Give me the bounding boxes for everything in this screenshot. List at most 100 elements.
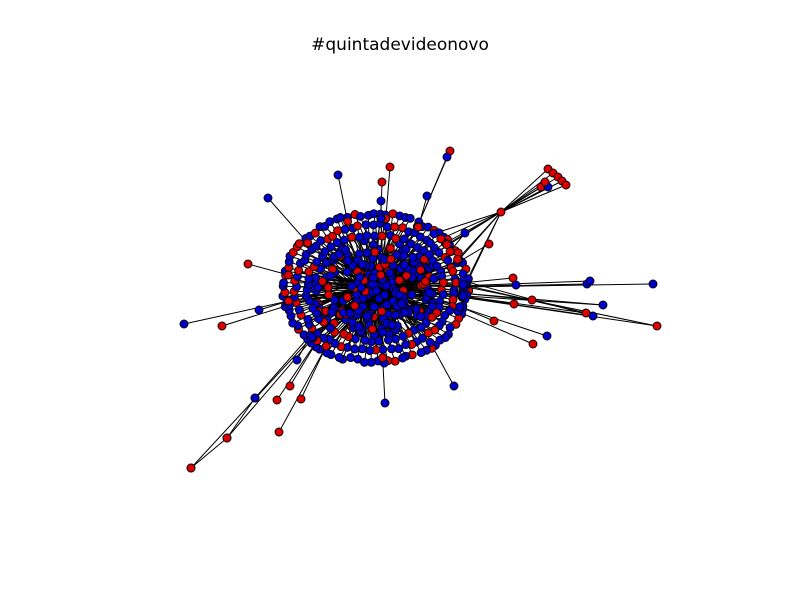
graph-node-blue bbox=[400, 260, 410, 270]
graph-edge bbox=[276, 340, 318, 401]
graph-node-red bbox=[294, 266, 304, 275]
graph-node-red bbox=[186, 463, 196, 473]
graph-node-blue bbox=[416, 312, 426, 322]
graph-node-blue bbox=[320, 247, 330, 257]
graph-node-red bbox=[528, 339, 538, 349]
graph-node-red bbox=[284, 270, 293, 280]
graph-node-blue bbox=[346, 353, 356, 363]
graph-node-blue bbox=[365, 346, 375, 356]
graph-node-blue bbox=[511, 280, 521, 290]
graph-node-red bbox=[420, 276, 430, 286]
graph-node-blue bbox=[405, 213, 415, 223]
graph-node-red bbox=[581, 308, 591, 318]
graph-node-red bbox=[303, 238, 313, 248]
graph-node-blue bbox=[397, 299, 407, 309]
graph-node-red bbox=[391, 234, 401, 243]
graph-node-blue bbox=[422, 191, 432, 201]
graph-node-red bbox=[561, 180, 571, 190]
graph-edge bbox=[462, 296, 594, 317]
graph-edge bbox=[462, 285, 658, 327]
graph-node-blue bbox=[348, 318, 357, 327]
graph-node-red bbox=[310, 228, 320, 238]
graph-node-red bbox=[343, 217, 353, 226]
graph-node-blue bbox=[369, 302, 379, 312]
node-layer bbox=[179, 146, 662, 473]
graph-edge bbox=[464, 211, 502, 285]
graph-node-blue bbox=[383, 335, 393, 345]
graph-node-red bbox=[413, 222, 423, 232]
graph-node-red bbox=[427, 312, 437, 322]
graph-node-red bbox=[484, 239, 494, 249]
graph-edge bbox=[267, 197, 309, 244]
graph-node-blue bbox=[308, 303, 318, 313]
graph-edge bbox=[433, 211, 502, 235]
graph-edge bbox=[459, 306, 548, 337]
graph-node-red bbox=[222, 433, 232, 443]
graph-node-red bbox=[339, 329, 349, 339]
graph-edge bbox=[462, 283, 654, 288]
graph-node-blue bbox=[301, 250, 311, 259]
graph-node-red bbox=[243, 259, 253, 269]
graph-edge bbox=[254, 334, 311, 399]
graph-edge bbox=[500, 184, 567, 213]
graph-node-blue bbox=[303, 314, 313, 324]
graph-node-blue bbox=[416, 348, 426, 358]
graph-node-blue bbox=[347, 281, 357, 291]
graph-node-red bbox=[453, 254, 463, 264]
graph-node-blue bbox=[357, 344, 367, 354]
graph-node-red bbox=[385, 162, 395, 172]
graph-node-red bbox=[370, 247, 380, 257]
graph-edge bbox=[226, 397, 256, 439]
graph-node-red bbox=[402, 271, 411, 281]
graph-node-blue bbox=[425, 288, 435, 298]
graph-node-blue bbox=[254, 305, 264, 315]
graph-edge bbox=[462, 295, 515, 305]
graph-edge bbox=[221, 304, 290, 327]
graph-edge bbox=[457, 211, 502, 260]
graph-node-blue bbox=[542, 331, 552, 341]
graph-node-red bbox=[377, 231, 387, 241]
graph-node-blue bbox=[387, 344, 397, 354]
graph-node-blue bbox=[434, 248, 444, 257]
graph-node-blue bbox=[380, 398, 390, 408]
graph-node-blue bbox=[325, 323, 335, 333]
graph-node-blue bbox=[385, 268, 395, 278]
graph-node-blue bbox=[429, 274, 439, 284]
graph-node-blue bbox=[382, 222, 392, 232]
graph-node-blue bbox=[311, 241, 321, 251]
graph-node-blue bbox=[356, 211, 365, 221]
graph-node-red bbox=[398, 223, 408, 233]
graph-node-blue bbox=[460, 228, 470, 238]
graph-edge bbox=[278, 345, 327, 433]
graph-node-blue bbox=[179, 319, 189, 329]
graph-node-blue bbox=[355, 272, 365, 282]
graph-node-red bbox=[489, 316, 499, 326]
graph-node-blue bbox=[398, 331, 408, 341]
graph-node-blue bbox=[307, 332, 317, 342]
graph-node-blue bbox=[598, 300, 608, 310]
graph-node-blue bbox=[326, 271, 336, 281]
graph-edge bbox=[416, 156, 448, 227]
graph-edge bbox=[440, 211, 502, 240]
graph-node-red bbox=[442, 240, 452, 250]
graph-node-blue bbox=[334, 249, 344, 259]
graph-node-blue bbox=[338, 308, 348, 318]
graph-node-blue bbox=[356, 283, 366, 293]
graph-node-red bbox=[377, 177, 387, 187]
graph-node-blue bbox=[449, 381, 459, 391]
graph-node-red bbox=[304, 267, 314, 277]
graph-node-blue bbox=[400, 307, 410, 317]
graph-node-blue bbox=[312, 257, 322, 267]
graph-edge bbox=[462, 280, 591, 287]
graph-node-red bbox=[448, 266, 458, 276]
graph-edge bbox=[183, 300, 289, 325]
graph-node-red bbox=[318, 276, 327, 286]
graph-node-red bbox=[423, 328, 433, 338]
graph-node-red bbox=[386, 254, 396, 264]
graph-node-blue bbox=[407, 290, 417, 300]
graph-edge bbox=[190, 437, 228, 469]
graph-node-red bbox=[321, 341, 331, 351]
graph-node-blue bbox=[362, 311, 372, 321]
graph-node-blue bbox=[279, 278, 289, 288]
